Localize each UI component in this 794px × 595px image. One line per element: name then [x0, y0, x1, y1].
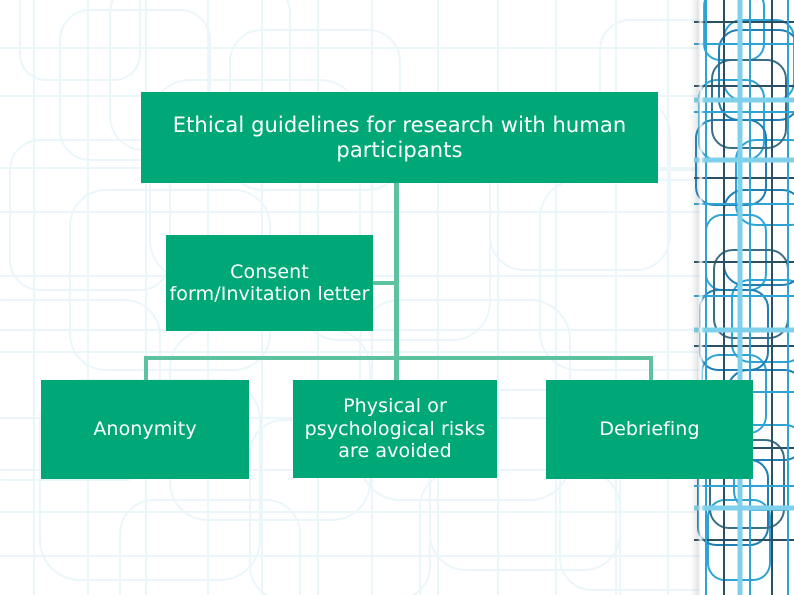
background-pattern-right [694, 0, 794, 595]
node-debriefing[interactable]: Debriefing [546, 380, 753, 479]
panel-seam-shadow [690, 0, 704, 595]
connector-spine [394, 236, 399, 382]
connector-consent-stub [373, 281, 395, 285]
connector-bracket-horizontal [144, 356, 653, 360]
connector-title-to-consent [394, 183, 399, 236]
connector-drop-right [649, 356, 653, 382]
node-consent-label: Consent form/Invitation letter [169, 260, 370, 305]
node-risks-label: Physical or psychological risks are avoi… [304, 395, 486, 463]
node-title-label: Ethical guidelines for research with hum… [172, 112, 627, 162]
connector-drop-left [144, 356, 148, 382]
node-anonymity[interactable]: Anonymity [41, 380, 249, 479]
node-consent-form[interactable]: Consent form/Invitation letter [166, 235, 373, 331]
node-anonymity-label: Anonymity [93, 418, 197, 441]
node-risks-avoided[interactable]: Physical or psychological risks are avoi… [293, 380, 497, 478]
node-ethical-guidelines-title[interactable]: Ethical guidelines for research with hum… [141, 92, 658, 183]
node-debriefing-label: Debriefing [599, 418, 700, 441]
